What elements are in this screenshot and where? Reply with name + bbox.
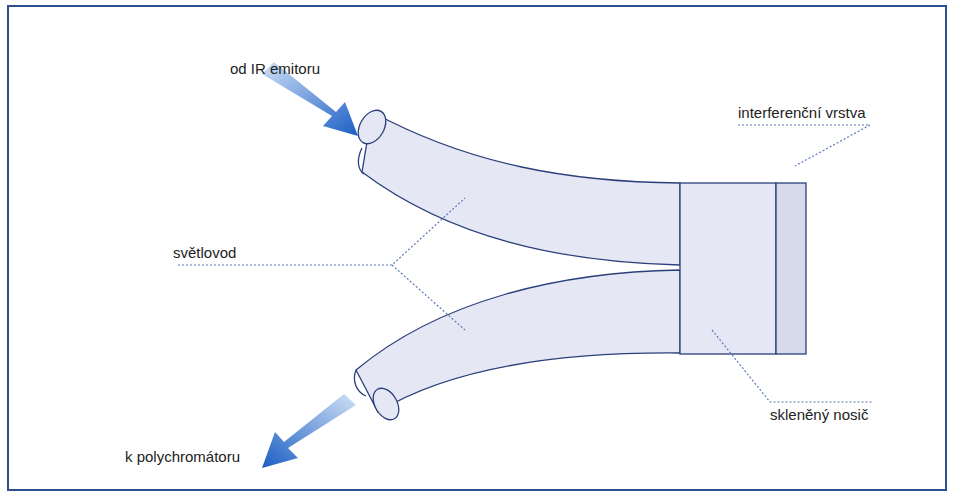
fiber-end xyxy=(368,384,404,424)
output-arrow xyxy=(262,394,356,468)
frame xyxy=(8,6,946,490)
fiber-end-edge xyxy=(358,148,364,174)
fiber-end xyxy=(353,105,392,148)
part-label: skleněný nosič xyxy=(770,406,868,424)
upper-fiber xyxy=(362,112,680,265)
part-label: k polychromátoru xyxy=(125,448,240,466)
part-label-text: od IR emitoru xyxy=(230,60,320,77)
interference-layer xyxy=(776,183,806,354)
part-label-text: k polychromátoru xyxy=(125,448,240,465)
part-label-text: světlovod xyxy=(173,244,236,261)
part-label-text: skleněný nosič xyxy=(770,406,868,423)
part-label: světlovod xyxy=(173,244,236,262)
lower-fiber xyxy=(356,270,680,412)
leader-lines xyxy=(178,125,872,402)
part-label-text: interferenční vrstva xyxy=(738,104,866,121)
part-label: od IR emitoru xyxy=(230,60,320,78)
part-label: interferenční vrstva xyxy=(738,104,866,122)
glass-carrier xyxy=(680,183,776,354)
fiber-end-edge xyxy=(354,370,366,396)
